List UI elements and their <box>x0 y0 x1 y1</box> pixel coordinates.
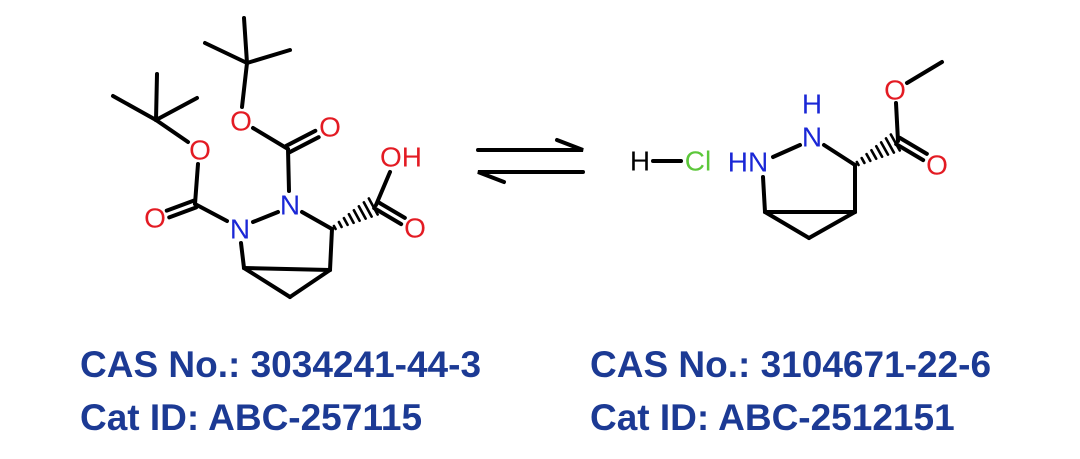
hashed-wedge-bond <box>874 144 884 159</box>
atom-label-oxygen: O <box>189 135 211 166</box>
single-bond <box>771 143 802 159</box>
hashed-wedge-bond <box>357 205 367 220</box>
single-bond <box>905 60 944 85</box>
double-bond-line <box>897 135 929 156</box>
hashed-wedge-bond <box>865 152 872 163</box>
atom-label-nitrogen: N <box>802 122 822 153</box>
atom-label-chlorine: Cl <box>685 146 711 177</box>
single-bond <box>251 210 280 224</box>
atom-label-hydroxyl: OH <box>380 142 422 173</box>
right-molecule-bonds <box>761 60 944 240</box>
atom-label-hydrogen: H <box>630 146 650 177</box>
hashed-wedge-bond <box>860 156 866 165</box>
hashed-wedge-bond <box>342 216 349 227</box>
left-catalog-id: Cat ID: ABC-257115 <box>80 397 423 438</box>
equilibrium-arrows <box>476 138 585 184</box>
single-bond <box>242 266 292 299</box>
single-bond <box>193 162 200 206</box>
hashed-wedge-bond <box>884 137 896 154</box>
single-bond <box>111 94 158 122</box>
single-bond <box>761 175 767 214</box>
single-bond <box>245 48 292 65</box>
single-bond <box>288 268 332 299</box>
atom-label-amine: HN <box>728 147 768 178</box>
atom-label-nitrogen: N <box>230 214 250 245</box>
double-bond-line <box>894 142 926 163</box>
single-bond <box>154 72 159 122</box>
single-bond <box>203 41 249 65</box>
single-bond <box>374 170 392 207</box>
atom-label-hydrogen: H <box>802 89 822 120</box>
hashed-wedge-bond <box>337 220 343 229</box>
single-bond <box>894 101 900 143</box>
single-bond <box>763 210 811 240</box>
left-molecule-bonds <box>111 16 407 299</box>
hashed-wedge-bond <box>870 148 878 161</box>
hcl-salt: H Cl <box>630 146 711 177</box>
single-bond <box>300 210 334 231</box>
left-cas-number: CAS No.: 3034241-44-3 <box>80 344 482 385</box>
double-bond-line <box>372 206 404 227</box>
double-bond-line <box>287 135 321 155</box>
atom-label-nitrogen: N <box>280 190 300 221</box>
single-bond <box>242 16 249 65</box>
right-molecule: H N HN O O <box>728 75 948 181</box>
atom-label-oxygen: O <box>319 112 341 143</box>
single-bond <box>328 227 334 272</box>
hashed-wedge-bond <box>332 224 337 231</box>
double-bond-line <box>167 205 199 220</box>
hashed-wedge-bond <box>879 141 890 156</box>
single-bond <box>286 147 291 193</box>
atom-label-oxygen: O <box>926 150 948 181</box>
right-catalog-id: Cat ID: ABC-2512151 <box>590 397 955 438</box>
single-bond <box>822 143 857 167</box>
double-bond-line <box>375 199 407 220</box>
atom-label-oxygen: O <box>144 203 166 234</box>
forward-half-arrow <box>476 138 584 152</box>
reverse-half-arrow <box>477 170 585 184</box>
atom-label-oxygen: O <box>230 106 252 137</box>
single-bond <box>240 61 249 109</box>
single-bond <box>251 126 290 151</box>
hashed-wedge-bond <box>362 201 373 218</box>
hashed-wedge-bond <box>352 208 361 223</box>
right-cas-number: CAS No.: 3104671-22-6 <box>590 344 992 385</box>
hashed-wedge-bond <box>855 160 860 167</box>
single-bond <box>193 202 229 223</box>
single-bond <box>242 266 332 272</box>
single-bond <box>239 241 246 270</box>
atom-label-oxygen: O <box>404 213 426 244</box>
single-bond <box>154 96 199 122</box>
double-bond-line <box>164 198 196 213</box>
double-bond-line <box>284 128 318 148</box>
atom-label-oxygen: O <box>884 75 906 106</box>
single-bond <box>807 210 857 240</box>
single-bond <box>154 118 190 144</box>
left-molecule: O O O O OH O N N <box>144 106 426 245</box>
hashed-wedge-bond <box>347 212 355 225</box>
